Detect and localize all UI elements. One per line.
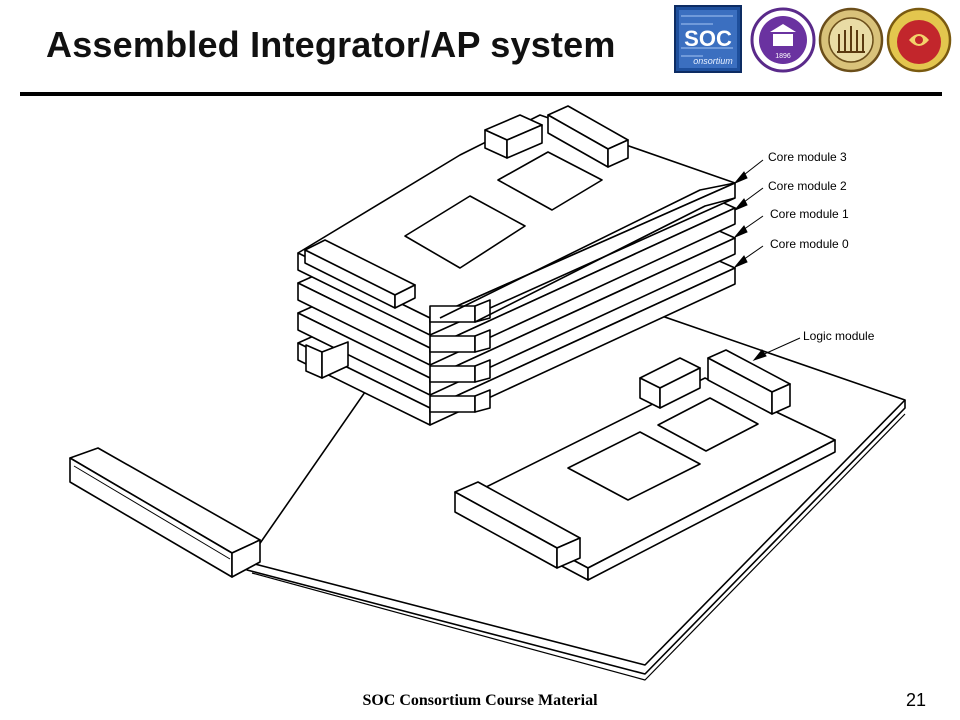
label-logic-module: Logic module (803, 329, 875, 343)
label-leaders (734, 159, 801, 362)
svg-text:onsortium: onsortium (693, 56, 733, 66)
label-core-module-2: Core module 2 (768, 179, 847, 193)
svg-text:1896: 1896 (775, 53, 791, 60)
core-module-3 (297, 105, 736, 336)
institution-logos: SOC onsortium 1896 (674, 5, 952, 73)
soc-consortium-logo: SOC onsortium (674, 5, 742, 73)
edge-connector (69, 447, 261, 578)
page-number: 21 (906, 690, 927, 710)
label-core-module-1: Core module 1 (770, 207, 849, 221)
label-core-module-3: Core module 3 (768, 150, 847, 164)
nthu-seal-logo: 1896 (750, 7, 816, 73)
stack-posts (305, 341, 349, 379)
label-core-module-0: Core module 0 (770, 237, 849, 251)
ntu-seal-logo (886, 7, 952, 73)
svg-text:SOC: SOC (684, 26, 732, 51)
slide-title: Assembled Integrator/AP system (46, 24, 616, 65)
title-divider (20, 92, 942, 96)
logic-module (454, 349, 836, 581)
ncku-seal-logo (818, 7, 884, 73)
footer-text: SOC Consortium Course Material (362, 692, 598, 709)
